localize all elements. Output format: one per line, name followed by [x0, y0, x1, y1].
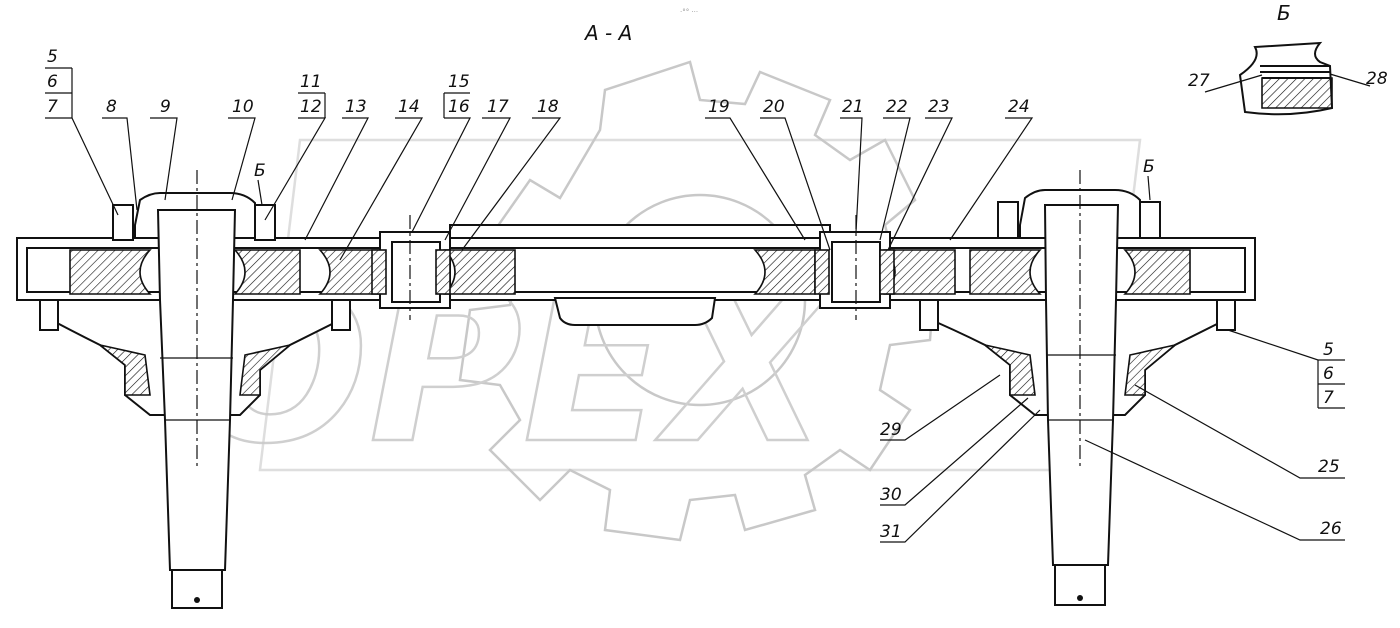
- callout-23: 23: [928, 97, 950, 117]
- callout-15: 15: [448, 72, 470, 92]
- callout-5-right: 5: [1323, 340, 1334, 360]
- detail-b: 27 28: [1188, 41, 1388, 116]
- callout-16: 16: [448, 97, 470, 117]
- callout-26: 26: [1320, 519, 1342, 539]
- view-mark-b-right: Б: [1143, 157, 1155, 177]
- view-mark-b-left: Б: [254, 161, 266, 181]
- callout-25: 25: [1318, 457, 1340, 477]
- callout-5: 5: [47, 47, 58, 67]
- callout-10: 10: [232, 97, 254, 117]
- callout-24: 24: [1008, 97, 1030, 117]
- callout-9: 9: [160, 97, 171, 117]
- callout-30: 30: [880, 485, 902, 505]
- gear-set-left: [69, 249, 1191, 295]
- leader-lines: [45, 67, 1151, 261]
- callout-18: 18: [537, 97, 559, 117]
- center-lines: [196, 170, 1081, 470]
- callout-29: 29: [880, 420, 902, 440]
- callout-14: 14: [398, 97, 420, 117]
- callout-17: 17: [487, 97, 509, 117]
- callout-27: 27: [1188, 71, 1210, 91]
- callout-6: 6: [47, 72, 58, 92]
- callout-20: 20: [763, 97, 785, 117]
- callout-21: 21: [842, 97, 864, 117]
- callout-31: 31: [880, 522, 902, 542]
- hub-right: [919, 189, 1236, 606]
- callouts-top: 5 6 7 8 9 10 11 12 13 14 15 16 17 18 19 …: [47, 47, 1155, 181]
- callout-8: 8: [106, 97, 117, 117]
- watermark-small: ·°° ···: [680, 8, 698, 16]
- detail-title: Б: [1277, 1, 1291, 25]
- callouts-right: 5 6 7 25 26 29 30 31: [880, 340, 1342, 542]
- callout-28: 28: [1366, 69, 1388, 89]
- section-title: А - А: [583, 21, 632, 45]
- callout-19: 19: [708, 97, 730, 117]
- callout-7: 7: [47, 97, 58, 117]
- callout-22: 22: [886, 97, 908, 117]
- callout-11: 11: [300, 72, 322, 92]
- leader-lines-right: [880, 329, 1345, 543]
- callout-6-right: 6: [1323, 364, 1334, 384]
- callout-12: 12: [300, 97, 322, 117]
- callout-7-right: 7: [1323, 388, 1334, 408]
- callout-13: 13: [345, 97, 367, 117]
